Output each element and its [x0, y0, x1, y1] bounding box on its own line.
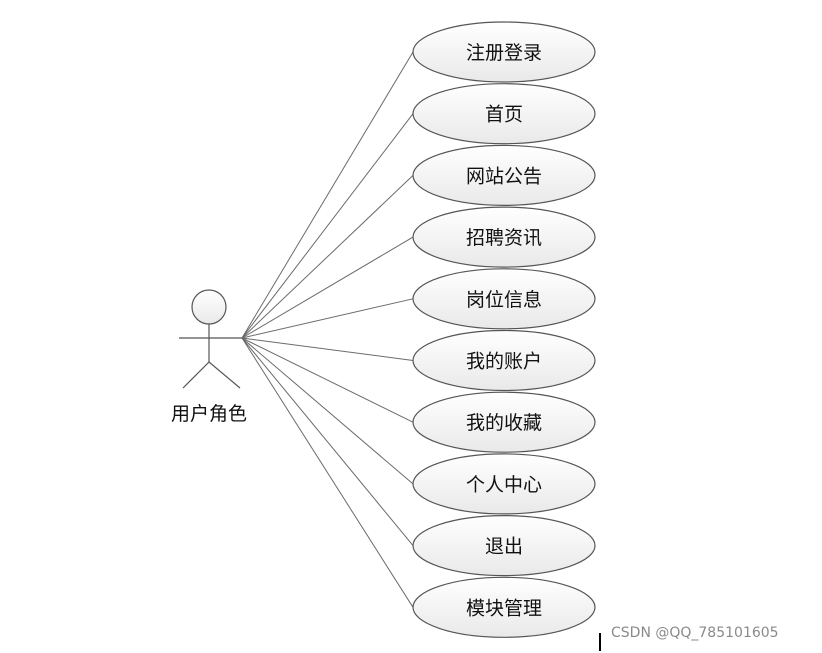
association-line	[241, 337, 414, 608]
association-line	[241, 337, 414, 546]
use-case: 注册登录	[412, 21, 596, 83]
association-line	[241, 113, 414, 339]
use-case-ellipse	[412, 514, 596, 577]
association-line	[241, 337, 414, 361]
association-line	[241, 51, 414, 339]
use-case-ellipse	[412, 21, 596, 83]
use-case-ellipse	[412, 83, 596, 145]
use-case-label: 个人中心	[466, 474, 542, 496]
association-line	[241, 298, 414, 339]
use-case-ellipse	[412, 144, 596, 206]
use-case-label: 网站公告	[466, 165, 542, 187]
use-case-label: 我的账户	[466, 351, 542, 373]
use-case: 岗位信息	[412, 268, 596, 330]
use-case: 退出	[412, 514, 596, 577]
use-case: 模块管理	[412, 576, 596, 638]
use-case-label: 首页	[485, 104, 523, 126]
association-line	[241, 236, 414, 339]
use-case: 个人中心	[412, 453, 596, 515]
actor-figure: 用户角色	[171, 289, 247, 425]
use-case-ellipse	[412, 329, 596, 392]
use-case-ellipse	[412, 268, 596, 330]
association-line	[241, 175, 414, 339]
actor-head	[191, 289, 227, 325]
association-line	[241, 337, 414, 423]
text-cursor	[599, 633, 601, 651]
use-case-label: 岗位信息	[466, 289, 542, 311]
actor-left-leg	[182, 361, 210, 389]
use-case-label: 退出	[485, 536, 523, 558]
use-case-ellipse	[412, 206, 596, 268]
use-case-ellipse	[412, 576, 596, 638]
use-case: 网站公告	[412, 144, 596, 206]
use-case: 我的账户	[412, 329, 596, 392]
use-case-label: 招聘资讯	[466, 227, 542, 249]
association-line	[241, 337, 414, 485]
use-case: 首页	[412, 83, 596, 145]
use-case-label: 注册登录	[466, 42, 542, 64]
use-case-label: 模块管理	[466, 597, 542, 619]
watermark-text: CSDN @QQ_785101605	[611, 625, 779, 641]
use-case-ellipse	[412, 453, 596, 515]
use-case: 我的收藏	[412, 391, 596, 453]
association-lines	[241, 51, 414, 608]
use-case-label: 我的收藏	[466, 412, 542, 434]
actor-label: 用户角色	[171, 403, 247, 425]
use-case: 招聘资讯	[412, 206, 596, 268]
actor-right-leg	[208, 361, 241, 389]
use-case-ellipse	[412, 391, 596, 453]
